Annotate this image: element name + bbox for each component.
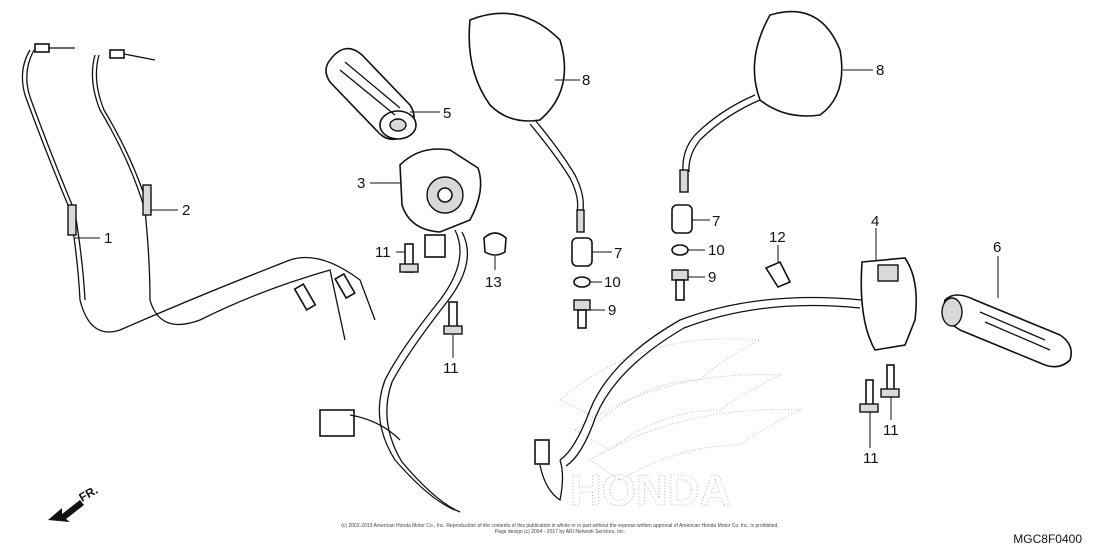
callout-4: 4 <box>871 213 879 230</box>
bolt-11-left-upper <box>399 243 419 273</box>
throttle-grip <box>325 47 417 141</box>
callout-13: 13 <box>485 274 502 291</box>
callout-9-right: 9 <box>708 269 716 286</box>
copyright-line-1: (c) 2002-2013 American Honda Motor Co., … <box>341 523 779 529</box>
callout-1: 1 <box>104 230 112 247</box>
callout-10-left: 10 <box>604 274 621 291</box>
callout-11-right-b: 11 <box>883 422 899 439</box>
washer-10-right <box>671 244 689 256</box>
mirror-right <box>679 10 843 193</box>
callout-5: 5 <box>443 105 451 122</box>
callout-9-left: 9 <box>608 302 616 319</box>
callout-10-right: 10 <box>708 242 725 259</box>
left-grip <box>941 294 1073 368</box>
honda-watermark-text: HONDA <box>570 466 731 515</box>
clip-12 <box>764 260 792 288</box>
bolt-9-right <box>671 269 689 301</box>
bolt-11-left-lower <box>443 301 463 335</box>
callout-7-right: 7 <box>712 213 720 230</box>
bolt-11-right-a <box>859 379 879 413</box>
cable1-sleeve <box>67 204 77 236</box>
bolt-11-right-b <box>880 364 900 398</box>
front-direction-arrow: FR. <box>48 483 100 522</box>
cable2-end-fitting <box>109 49 125 59</box>
diagram-code: MGC8F0400 <box>1013 532 1082 546</box>
throttle-cables <box>21 43 376 341</box>
switch-connector <box>424 234 446 258</box>
nut-7-left <box>571 237 593 267</box>
copyright-notice: (c) 2002-2013 American Honda Motor Co., … <box>310 523 810 535</box>
honda-wing-watermark: HONDA <box>559 338 801 516</box>
clamp-13 <box>483 232 507 256</box>
cable2-adjuster <box>334 272 356 300</box>
callout-6: 6 <box>993 239 1001 256</box>
callout-11-left-upper: 11 <box>375 244 391 261</box>
callout-8-left: 8 <box>582 72 590 89</box>
cable1-end-fitting <box>34 43 50 53</box>
callout-8-right: 8 <box>876 62 884 79</box>
callout-11-left-lower: 11 <box>443 360 459 377</box>
bolt-9-left <box>573 299 591 329</box>
cable1-adjuster <box>293 283 317 311</box>
callout-2: 2 <box>182 202 190 219</box>
left-switch-assembly <box>319 148 482 513</box>
copyright-line-2: Page design (c) 2004 - 2017 by ARI Netwo… <box>494 529 626 535</box>
mirror-left <box>468 12 585 233</box>
callout-7-left: 7 <box>614 245 622 262</box>
right-switch-assembly <box>534 257 918 502</box>
callout-12: 12 <box>769 229 786 246</box>
right-switch-connector <box>534 439 550 465</box>
switch-harness-connector <box>319 409 355 437</box>
callouts: 1 2 3 4 5 6 7 7 8 8 9 9 10 10 11 11 11 1… <box>104 62 1001 467</box>
leader-lines <box>75 69 999 448</box>
cable2-sleeve <box>142 184 152 216</box>
callout-3: 3 <box>357 175 365 192</box>
callout-11-right-a: 11 <box>863 450 879 467</box>
nut-7-right <box>671 204 693 234</box>
washer-10-left <box>573 276 591 288</box>
